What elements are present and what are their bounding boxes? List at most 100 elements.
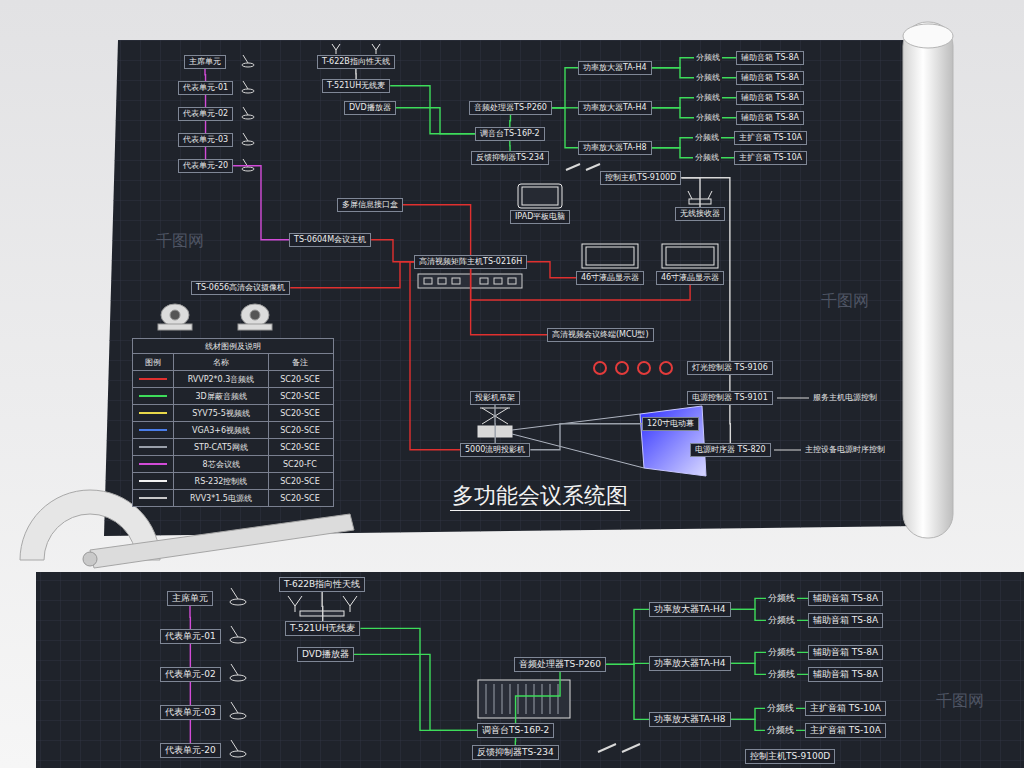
- device-label: 代表单元-01: [183, 83, 228, 93]
- table-header: 图例: [145, 357, 161, 368]
- device-label: 辅助音箱 TS-8A: [741, 73, 799, 83]
- lamp-icon: [638, 362, 650, 374]
- microphone-icon: [242, 115, 254, 119]
- device-label: 功率放大器TA-H4: [583, 103, 647, 113]
- table-cell: [133, 456, 173, 472]
- rack-device: [452, 278, 460, 284]
- mixer: 调音台TS-16P-2: [475, 127, 545, 141]
- device-label: 代表单元-20: [183, 161, 228, 171]
- protractor: [90, 514, 354, 568]
- cable-connector: [205, 121, 206, 133]
- conference-unit: 代表单元-01: [178, 81, 233, 95]
- legend-table: 线材图例及说明图例名称备注RVVP2*0.3音频线SC20-SCE3D屏蔽音频线…: [132, 338, 334, 507]
- legend-row: VGA3+6视频线SC20-SCE: [133, 421, 333, 438]
- antenna-icon: [343, 596, 357, 612]
- feedback-suppressor: 反馈抑制器TS-234: [472, 745, 559, 760]
- camera-icon: [158, 304, 272, 330]
- microphone-icon: [230, 675, 246, 681]
- legend-text: 3D屏蔽音频线: [195, 391, 246, 402]
- device-label: IPAD平板电脑: [515, 212, 565, 222]
- device-label: 代表单元-20: [165, 745, 216, 756]
- microphone-icon: [243, 55, 248, 63]
- note-label: 主控设备电源时序控制: [805, 445, 885, 455]
- microphone-icon: [231, 664, 238, 675]
- lcd-display: 46寸液晶显示器: [576, 271, 644, 285]
- table-cell: 8芯会议线: [173, 456, 268, 472]
- device-label: 代表单元-03: [183, 135, 228, 145]
- device-label: TS-0604M会议主机: [294, 235, 366, 245]
- device-label: DVD播放器: [349, 103, 391, 113]
- device-label: 主席单元: [189, 57, 221, 67]
- watermark-text: 千图网: [821, 291, 869, 310]
- table-cell: 图例: [133, 354, 173, 370]
- cable-connector: [527, 262, 576, 278]
- cable-connector: [410, 262, 460, 450]
- microphone-icon: [231, 702, 238, 713]
- device-label: 无线接收器: [680, 209, 720, 219]
- wireless-receiver: T-521UH无线麦: [285, 621, 360, 636]
- table-cell-text: SC20-SCE: [280, 443, 319, 452]
- wireless-receiver: 无线接收器: [675, 207, 725, 221]
- cable-label: 分频线: [693, 153, 721, 163]
- display-icon: [666, 247, 714, 265]
- device-label: 代表单元-03: [165, 707, 216, 718]
- table-cell: [133, 490, 173, 506]
- microphone-icon: [242, 63, 254, 67]
- leader-line: [774, 398, 809, 450]
- speaker: 主扩音箱 TS-10A: [805, 701, 886, 716]
- cable-label: 分频线: [766, 615, 797, 626]
- video-matrix: 高清视频矩阵主机TS-0216H: [414, 255, 527, 269]
- table-cell: [133, 405, 173, 421]
- device-label: 高清视频会议终端(MCU型): [552, 330, 649, 340]
- table-cell: SC20-SCE: [268, 490, 331, 506]
- device-label: 辅助音箱 TS-8A: [741, 113, 799, 123]
- device-label: 代表单元-02: [165, 669, 216, 680]
- power-amplifier: 功率放大器TA-H4: [649, 602, 731, 617]
- lamp-icon: [616, 362, 628, 374]
- paper-sheet: [104, 40, 918, 536]
- cable-connector: [360, 628, 477, 730]
- cable-connector: [390, 86, 475, 134]
- legend-text: RS-232控制线: [195, 476, 248, 487]
- microphone-icon: [230, 637, 246, 643]
- microphone-icon: [242, 89, 254, 93]
- cable-label: 分频线: [765, 725, 796, 736]
- device-label: 电源控制器 TS-9101: [692, 393, 768, 403]
- legend-row: RVVP2*0.3音频线SC20-SCE: [133, 370, 333, 387]
- table-cell-text: SC20-FC: [283, 460, 317, 469]
- protractor: [83, 552, 97, 566]
- camera-icon: [161, 304, 189, 326]
- cable-connector: [606, 609, 649, 664]
- cable-connector: [403, 205, 471, 255]
- speaker: 主扩音箱 TS-10A: [805, 723, 886, 738]
- cable-connector: [516, 672, 560, 723]
- camera-icon: [241, 304, 269, 326]
- table-cell-text: SC20-SCE: [280, 392, 319, 401]
- cable-connector: [355, 69, 357, 79]
- dvd-player: DVD播放器: [344, 101, 396, 115]
- table-cell: 3D屏蔽音频线: [173, 388, 268, 404]
- cable-label-text: 分频线: [696, 113, 720, 123]
- table-cell: [133, 439, 173, 455]
- projector: 5000流明投影机: [460, 443, 530, 457]
- table-cell: STP-CAT5网线: [173, 439, 268, 455]
- projector-icon: [478, 406, 706, 476]
- table-cell: RVV3*1.5电源线: [173, 490, 268, 506]
- cable-connector: [205, 147, 206, 159]
- cable-label: 分频线: [766, 647, 797, 658]
- tablet: IPAD平板电脑: [510, 210, 570, 224]
- legend-text: RVV3*1.5电源线: [190, 493, 252, 504]
- table-cell: SC20-SCE: [268, 473, 331, 489]
- legend-swatch: [139, 412, 167, 414]
- cable-connector: [190, 644, 191, 667]
- microphone-icon: [598, 744, 640, 752]
- cable-connector: [552, 68, 578, 108]
- table-cell: SC20-SCE: [268, 439, 331, 455]
- cable-label: 分频线: [766, 593, 797, 604]
- watermark: 千图网: [821, 291, 869, 310]
- paper-roll: [903, 24, 953, 48]
- cable-label-text: 分频线: [768, 647, 795, 658]
- cable-connector: [530, 424, 642, 450]
